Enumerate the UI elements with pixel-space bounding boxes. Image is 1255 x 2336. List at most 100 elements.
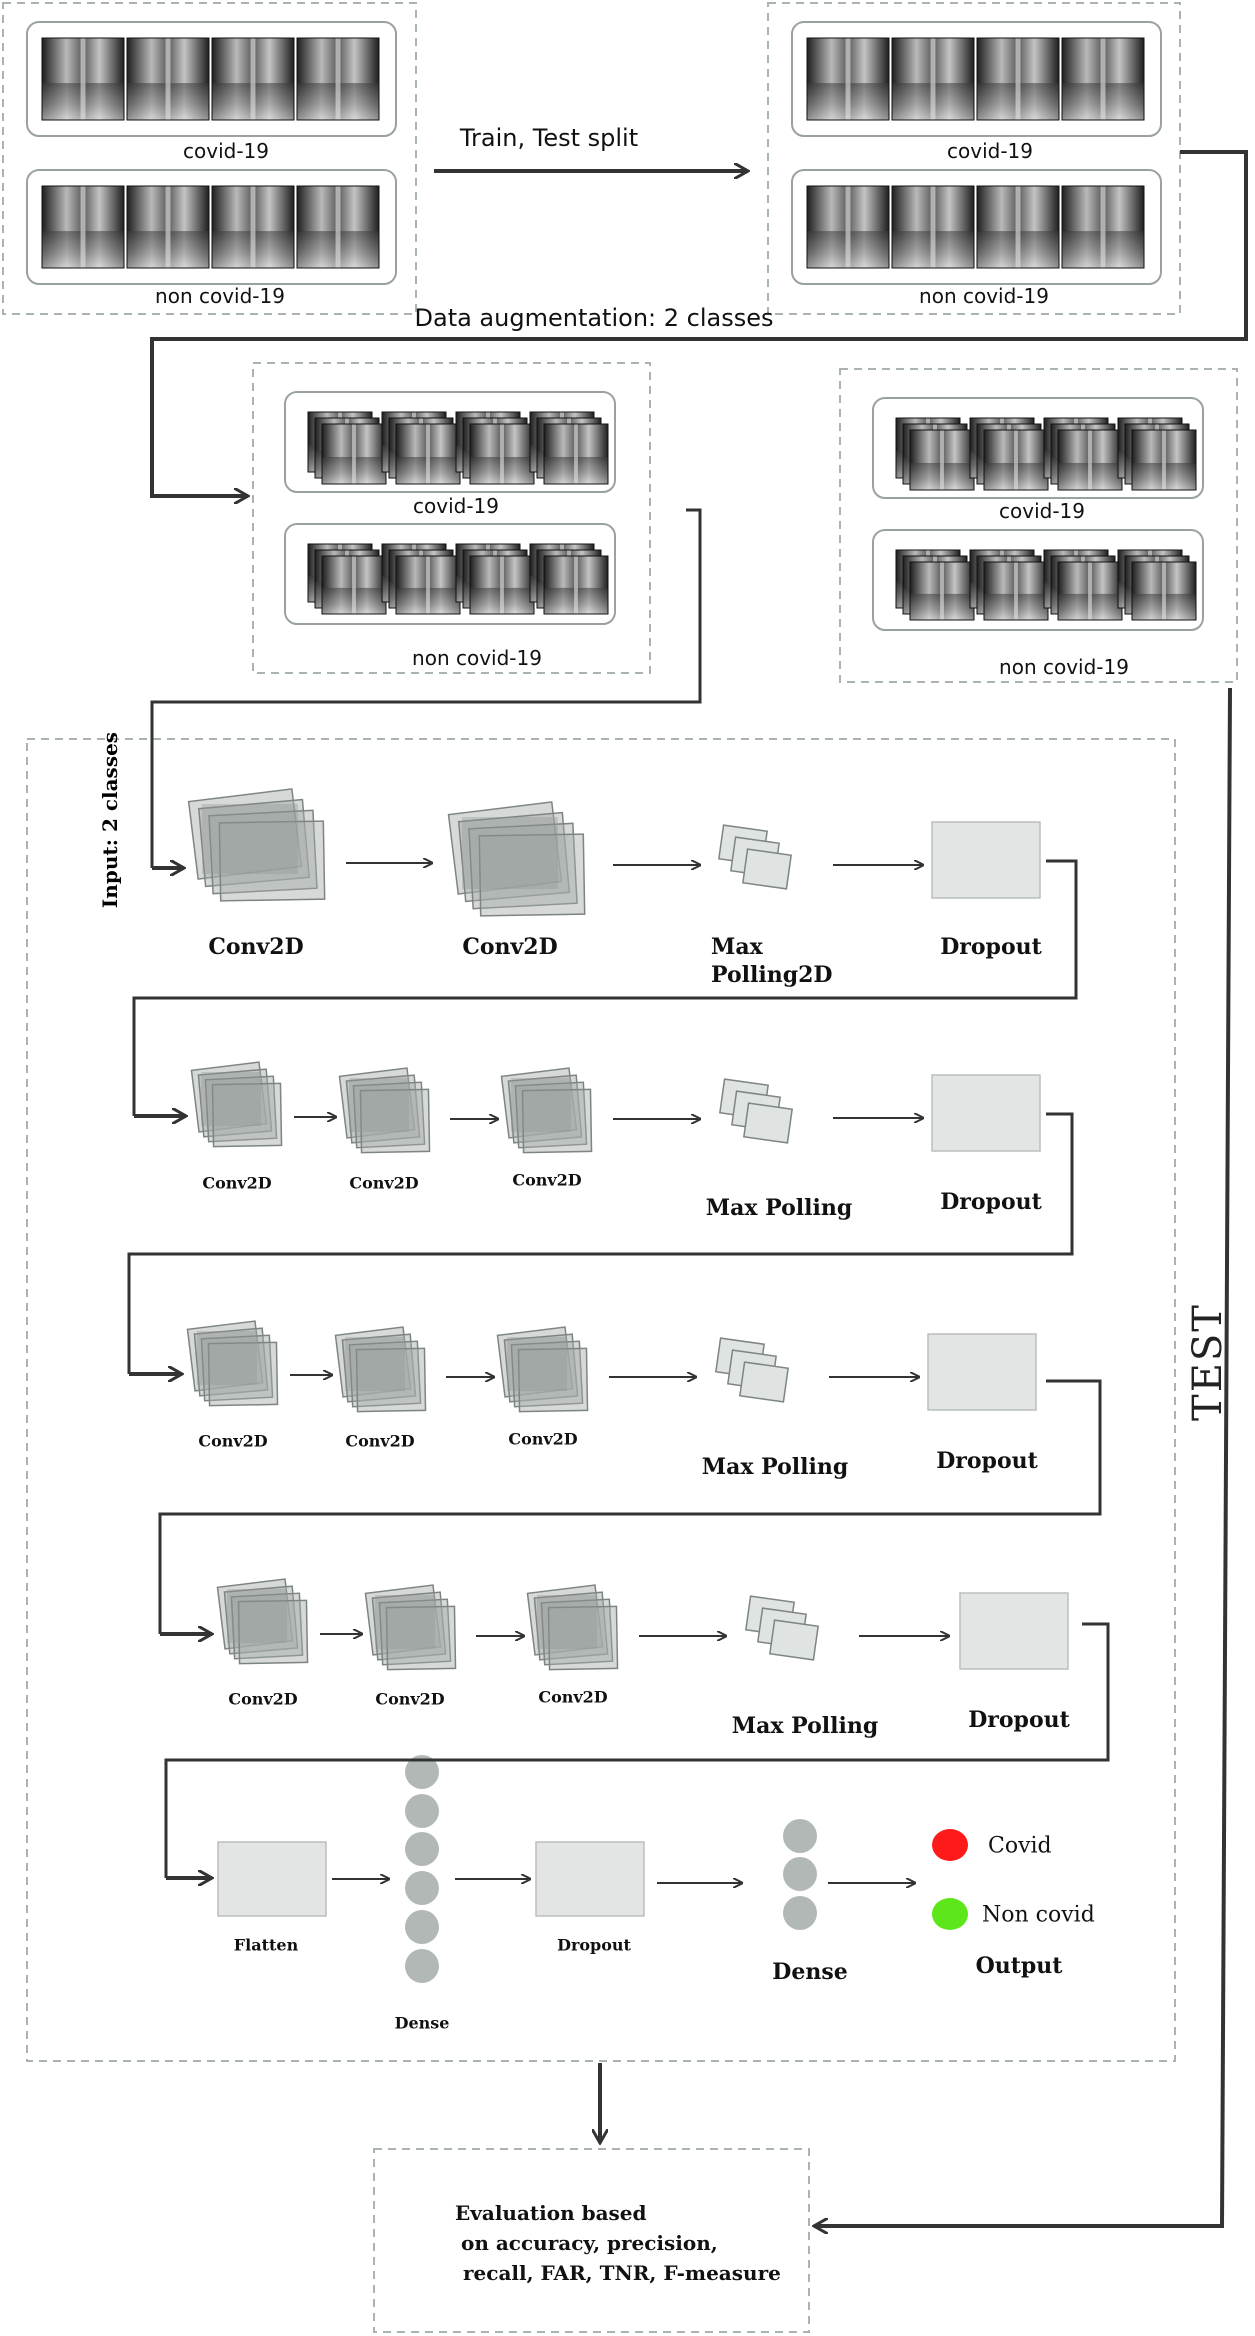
covid-caption: covid-19 bbox=[999, 499, 1085, 523]
maxpool2d-label-line2: Polling2D bbox=[711, 962, 833, 988]
dense-neuron bbox=[783, 1857, 817, 1891]
xray-image bbox=[321, 555, 387, 615]
xray-image bbox=[1057, 429, 1123, 491]
flow-arrows bbox=[127, 150, 1248, 2226]
xray-image bbox=[469, 555, 535, 615]
conv-layer-stack bbox=[216, 1578, 309, 1665]
maxpool-layer bbox=[745, 1595, 819, 1661]
maxpool2d-label-line1: Max bbox=[711, 934, 763, 960]
xray-image bbox=[891, 185, 975, 269]
evaluation-panel bbox=[373, 2148, 810, 2333]
flow-connector bbox=[814, 687, 1232, 2226]
conv2d-label: Conv2D bbox=[198, 1431, 268, 1451]
dense-neuron bbox=[783, 1896, 817, 1930]
covid-caption: covid-19 bbox=[413, 494, 499, 518]
conv2d-label: Conv2D bbox=[462, 934, 558, 960]
xray-image bbox=[806, 37, 890, 121]
flow-connector bbox=[150, 508, 702, 868]
dense-neuron bbox=[405, 1949, 439, 1983]
conv2d-label: Conv2D bbox=[208, 934, 304, 960]
noncovid-caption: non covid-19 bbox=[999, 655, 1129, 679]
xray-image bbox=[126, 185, 210, 269]
conv-layer-stack bbox=[364, 1584, 457, 1671]
xray-image bbox=[211, 185, 295, 269]
train-test-panel bbox=[767, 2, 1181, 315]
augmented-test-panel bbox=[839, 368, 1238, 683]
flow-connector bbox=[164, 1622, 1110, 1878]
xray-image bbox=[395, 423, 461, 485]
conv-layer-stack bbox=[500, 1067, 593, 1154]
conv-layer-stack bbox=[338, 1067, 431, 1154]
input-label: Input: 2 classes bbox=[98, 731, 122, 909]
maxpool-label: Max Polling bbox=[701, 1454, 849, 1480]
xray-image bbox=[1131, 561, 1197, 621]
noncovid-caption: non covid-19 bbox=[155, 284, 285, 308]
cnn-model-panel bbox=[26, 738, 1176, 2062]
flatten-block bbox=[217, 1841, 327, 1917]
dense-label: Dense bbox=[394, 2013, 450, 2033]
xray-thumbnails bbox=[41, 37, 1197, 621]
dropout-block bbox=[927, 1333, 1037, 1411]
dropout-label: Dropout bbox=[940, 934, 1042, 960]
dropout-label: Dropout bbox=[936, 1448, 1038, 1474]
maxpool-label: Max Polling bbox=[705, 1195, 853, 1221]
test-label: TEST bbox=[1185, 1303, 1231, 1421]
conv2d-label: Conv2D bbox=[538, 1687, 608, 1707]
conv2d-label: Conv2D bbox=[228, 1689, 298, 1709]
xray-image bbox=[469, 423, 535, 485]
dense-neuron bbox=[783, 1819, 817, 1853]
conv-layer-stack bbox=[447, 801, 586, 917]
covid-caption: covid-19 bbox=[947, 139, 1033, 163]
dense-label: Dense bbox=[772, 1959, 848, 1985]
maxpool-layer bbox=[715, 1337, 789, 1403]
dropout-block bbox=[959, 1592, 1069, 1670]
xray-image bbox=[543, 555, 609, 615]
maxpool-layer bbox=[719, 1078, 793, 1144]
output-class-label-noncovid: Non covid bbox=[982, 1902, 1095, 1928]
conv2d-label: Conv2D bbox=[349, 1173, 419, 1193]
covid-caption: covid-19 bbox=[183, 139, 269, 163]
dense-neuron bbox=[405, 1794, 439, 1828]
conv-layer-stack bbox=[190, 1061, 283, 1148]
maxpool-layer bbox=[718, 824, 792, 890]
conv-layer-stack bbox=[187, 788, 326, 902]
flow-connector bbox=[132, 859, 1078, 1116]
dense-neuron bbox=[405, 1871, 439, 1905]
xray-image bbox=[395, 555, 461, 615]
xray-image bbox=[891, 37, 975, 121]
xray-image bbox=[976, 37, 1060, 121]
xray-image bbox=[806, 185, 890, 269]
xray-image bbox=[1057, 561, 1123, 621]
cnn-layers bbox=[186, 788, 1069, 1983]
augmentation-label: Data augmentation: 2 classes bbox=[414, 304, 774, 332]
dropout-label: Dropout bbox=[940, 1189, 1042, 1215]
xray-image bbox=[543, 423, 609, 485]
noncovid-caption: non covid-19 bbox=[412, 646, 542, 670]
evaluation-line: Evaluation based bbox=[455, 2201, 647, 2225]
flow-connector bbox=[150, 150, 1248, 496]
output-title: Output bbox=[975, 1953, 1063, 1979]
xray-image bbox=[296, 185, 380, 269]
conv2d-label: Conv2D bbox=[512, 1170, 582, 1190]
conv2d-label: Conv2D bbox=[508, 1429, 578, 1449]
xray-image bbox=[41, 37, 125, 121]
conv2d-label: Conv2D bbox=[202, 1173, 272, 1193]
dense-neuron bbox=[405, 1832, 439, 1866]
evaluation-text: Evaluation based on accuracy, precision,… bbox=[455, 2198, 815, 2288]
dropout-block bbox=[931, 1074, 1041, 1152]
conv-layer-stack bbox=[334, 1326, 427, 1413]
xray-image bbox=[983, 561, 1049, 621]
evaluation-line: on accuracy, precision, bbox=[461, 2231, 718, 2255]
dense-neuron bbox=[405, 1910, 439, 1944]
xray-image bbox=[1061, 37, 1145, 121]
xray-image bbox=[909, 429, 975, 491]
dense-neuron bbox=[405, 1755, 439, 1789]
xray-image bbox=[41, 185, 125, 269]
flow-connector bbox=[158, 1379, 1102, 1634]
flatten-label: Flatten bbox=[233, 1935, 299, 1955]
xray-image bbox=[126, 37, 210, 121]
xray-image bbox=[321, 423, 387, 485]
split-label: Train, Test split bbox=[459, 124, 639, 152]
conv-layer-stack bbox=[186, 1320, 279, 1407]
